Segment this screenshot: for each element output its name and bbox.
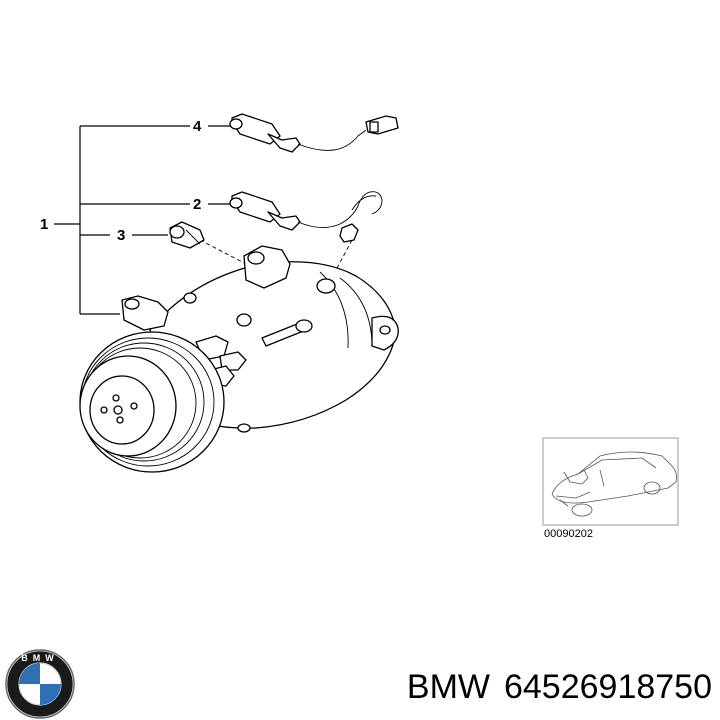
- sensor-part-2: [229, 191, 383, 243]
- diagram-reference-code: 00090202: [544, 528, 593, 540]
- part-number: 64526918750: [503, 667, 712, 706]
- vehicle-reference-thumbnail: [542, 437, 679, 526]
- brand-name: BMW: [406, 667, 490, 706]
- callout-4: 4: [193, 118, 202, 135]
- sensor-part-4: [229, 113, 399, 153]
- callout-1: 1: [40, 216, 48, 233]
- bmw-logo-letters: BMW: [21, 653, 59, 663]
- valve-part-3: [169, 221, 205, 249]
- bmw-logo: BMW: [5, 649, 75, 719]
- part-caption: BMW 64526918750: [407, 660, 712, 714]
- callout-2: 2: [193, 196, 201, 213]
- car-icon: [551, 451, 677, 517]
- ac-compressor: [79, 245, 399, 473]
- callout-3: 3: [117, 227, 125, 244]
